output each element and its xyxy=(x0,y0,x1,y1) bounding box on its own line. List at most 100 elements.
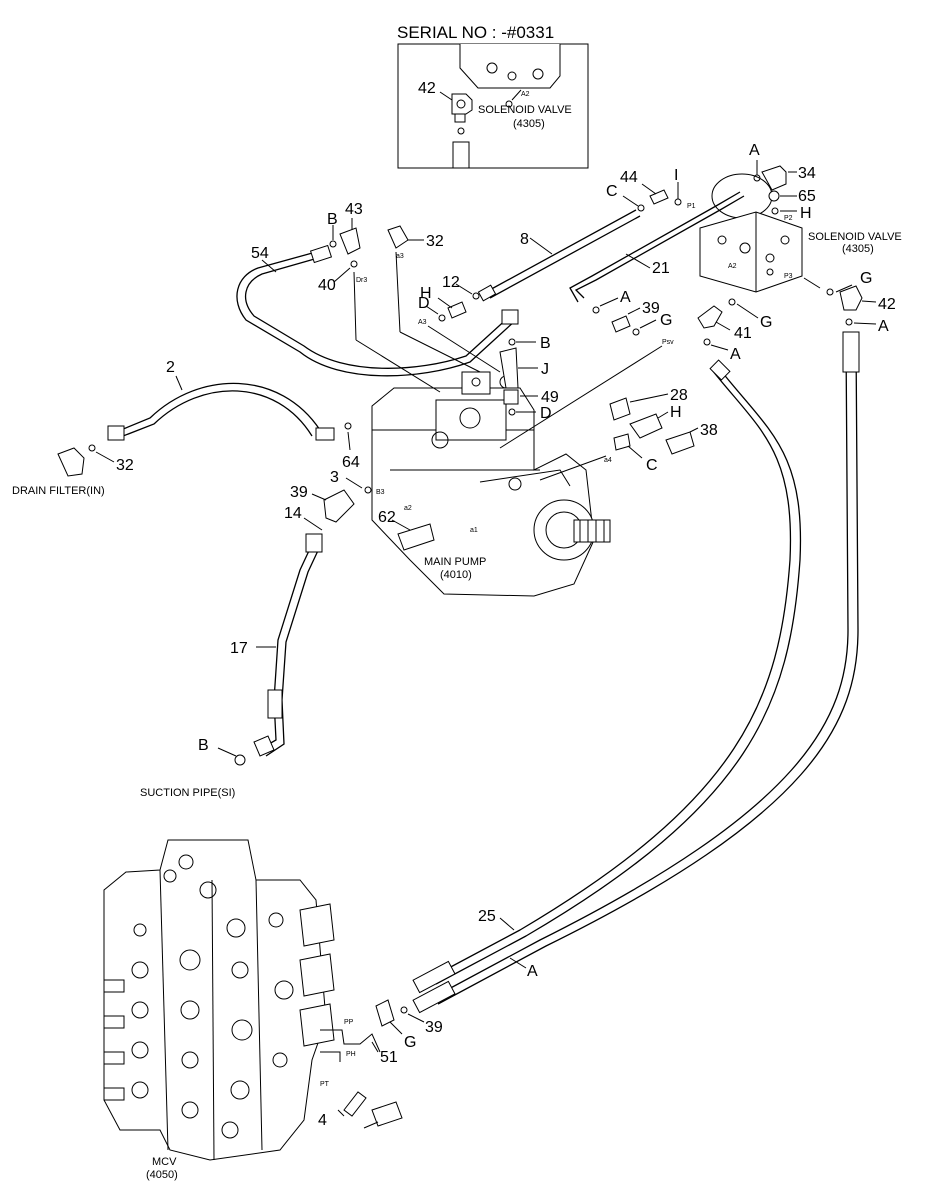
pump-shaft xyxy=(573,519,611,543)
suction-pipe-label: SUCTION PIPE(SI) xyxy=(140,787,235,799)
fitting-44 xyxy=(649,189,669,205)
fitting-42 xyxy=(839,285,863,311)
inset-elbow-fitting xyxy=(451,93,473,123)
callout-i-top: I xyxy=(674,167,678,184)
callout-54: J xyxy=(541,361,549,378)
solenoid-valve: P2 P3 A2 P1 SOLENOID VALVE (4305) xyxy=(687,173,902,293)
callout-h-solenoid: H xyxy=(800,205,812,222)
hose-12 xyxy=(115,382,321,433)
pump-label: MAIN PUMP xyxy=(424,556,486,568)
fitting-41 xyxy=(697,305,723,329)
port-a4: a4 xyxy=(604,457,612,464)
fitting-39-mcv xyxy=(375,999,395,1027)
solenoid-block xyxy=(699,211,803,293)
pressure-sensor-3 xyxy=(665,431,695,455)
fitting-39-mid xyxy=(611,315,631,333)
callout-g-41: G xyxy=(760,314,772,331)
solenoid-coil xyxy=(711,173,773,219)
inset-callout-42: 42 xyxy=(418,80,436,97)
mcv: PP PH PT MCV (4050) xyxy=(103,839,356,1181)
port-p1: P1 xyxy=(687,203,696,210)
callout-a-mid: A xyxy=(620,289,631,306)
callout-14: 17 xyxy=(230,640,248,657)
callout-b-left: 64 xyxy=(342,454,360,471)
callout-a-41: A xyxy=(730,346,741,363)
fitting-65 xyxy=(768,190,780,202)
callout-21: 21 xyxy=(652,260,670,277)
fitting-32-mid xyxy=(609,397,631,421)
callout-38: H xyxy=(420,285,432,302)
hose-14 xyxy=(261,539,315,749)
callout-c-top: C xyxy=(606,183,618,200)
fitting-51 xyxy=(343,1091,367,1117)
hose-28 xyxy=(236,251,517,377)
hose-8 xyxy=(485,209,637,293)
port-p2: P2 xyxy=(784,215,793,222)
callout-62: B xyxy=(198,737,209,754)
port-a2: A2 xyxy=(728,263,737,270)
serial-inset: SERIAL NO : -#0331 A2 42 SOLENOID VALVE … xyxy=(397,23,589,169)
callout-39-mcv: G xyxy=(404,1034,416,1051)
inset-valve-block xyxy=(459,44,561,89)
callout-64: H xyxy=(670,404,682,421)
port-psv: Psv xyxy=(662,339,674,346)
callout-b-43: B xyxy=(327,211,338,228)
hose-21 xyxy=(569,191,741,303)
callout-a-right: A xyxy=(878,318,889,335)
inset-port-a2: A2 xyxy=(521,91,530,98)
fitting-34 xyxy=(761,165,787,191)
callout-b-54: B xyxy=(540,335,551,352)
callout-3: 38 xyxy=(700,422,718,439)
tee-fitting-64 xyxy=(629,413,663,439)
drain-filter-label: DRAIN FILTER(IN) xyxy=(12,485,105,497)
callout-g-right: G xyxy=(860,270,872,287)
drain-filter-fitting xyxy=(57,447,85,477)
callout-g-mid: G xyxy=(660,312,672,329)
fitting-49 xyxy=(323,489,355,523)
callout-51: 4 xyxy=(318,1112,327,1129)
solenoid-label: SOLENOID VALVE xyxy=(808,231,902,243)
inset-solenoid-label: SOLENOID VALVE xyxy=(478,104,572,116)
callout-39-pump: C xyxy=(646,457,658,474)
fitting-39-pump xyxy=(613,433,631,451)
port-a3-top: a3 xyxy=(396,253,404,260)
port-pp: PP xyxy=(344,1019,354,1026)
callout-a-mcv: 39 xyxy=(425,1019,443,1036)
mcv-label: MCV xyxy=(152,1156,177,1168)
port-ph: PH xyxy=(346,1051,356,1058)
pressure-sensor-4 xyxy=(371,1101,403,1127)
port-a1-pump: a1 xyxy=(470,527,478,534)
mcv-code: (4050) xyxy=(146,1169,178,1181)
callout-25: A xyxy=(527,963,538,980)
fitting-54 xyxy=(499,347,519,389)
pressure-sensor-2 xyxy=(397,523,435,551)
callout-c-38: 12 xyxy=(442,274,460,291)
callout-32-mid: 28 xyxy=(670,387,688,404)
callout-42: 42 xyxy=(878,296,896,313)
callout-32-top: 32 xyxy=(426,233,444,250)
pump-code: (4010) xyxy=(440,569,472,581)
inset-serial-text: SERIAL NO : -#0331 xyxy=(397,23,554,42)
oring-62 xyxy=(234,754,246,766)
callout-a-solenoid: A xyxy=(749,142,760,159)
callout-49: 39 xyxy=(290,484,308,501)
callout-12: 2 xyxy=(166,359,175,376)
callout-34: 34 xyxy=(798,165,816,182)
callout-2: 62 xyxy=(378,509,396,526)
callout-i-38: D xyxy=(418,295,430,312)
callout-g-mcv: 51 xyxy=(380,1049,398,1066)
hose-17 xyxy=(429,369,792,979)
hose-25 xyxy=(431,337,849,999)
fitting-32-top xyxy=(387,225,409,249)
callout-40: 49 xyxy=(541,389,559,406)
port-a3: A3 xyxy=(418,319,427,326)
solenoid-code: (4305) xyxy=(842,243,874,255)
callout-j: 3 xyxy=(330,469,339,486)
callout-17: 25 xyxy=(478,908,496,925)
callout-39-mid: 39 xyxy=(642,300,660,317)
callout-8: 8 xyxy=(520,231,529,248)
fitting-43 xyxy=(339,227,361,255)
port-b3: B3 xyxy=(376,489,385,496)
callout-65: 65 xyxy=(798,188,816,205)
